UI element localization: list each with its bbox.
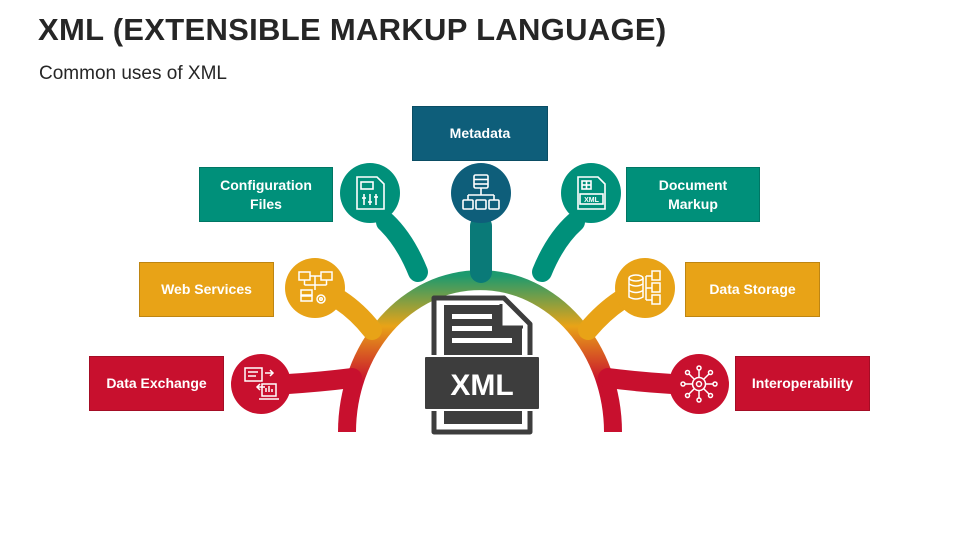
interoperability-box: Interoperability [735, 356, 870, 411]
document-markup-label: Document [658, 176, 728, 193]
network-servers-icon [298, 271, 333, 304]
document-markup-box: Document Markup [626, 167, 760, 222]
data-storage-node [615, 258, 675, 318]
document-markup-label-2: Markup [668, 195, 718, 212]
configuration-files-label-2: Files [250, 195, 282, 212]
document-markup-node [561, 163, 621, 223]
svg-text:XML: XML [584, 197, 600, 204]
interoperability-label: Interoperability [751, 375, 854, 391]
configuration-files-node [340, 163, 400, 223]
xml-label: XML [450, 369, 513, 402]
web-services-box: Web Services [139, 262, 274, 317]
network-hub-icon [680, 365, 718, 403]
data-exchange-box: Data Exchange [89, 356, 224, 411]
data-storage-box: Data Storage [685, 262, 820, 317]
database-files-icon [628, 270, 661, 305]
data-storage-label: Data Storage [709, 281, 796, 297]
page-title: XML (EXTENSIBLE MARKUP LANGUAGE) [38, 12, 667, 47]
data-exchange-label: Data Exchange [106, 375, 207, 391]
interoperability-node [669, 354, 729, 414]
data-transfer-icon [244, 367, 279, 400]
xml-file-icon: XML [423, 295, 541, 435]
configuration-files-box: Configuration Files [199, 167, 333, 222]
configuration-files-label: Configuration [220, 176, 312, 193]
xml-document-icon: XML [577, 176, 606, 210]
metadata-label: Metadata [449, 125, 511, 141]
web-services-label: Web Services [161, 281, 252, 297]
connector-stems [278, 212, 682, 394]
data-exchange-node [231, 354, 291, 414]
metadata-box: Metadata [412, 106, 548, 161]
settings-document-icon [356, 176, 385, 210]
hierarchy-database-icon [462, 174, 500, 210]
page-subtitle: Common uses of XML [39, 63, 227, 84]
